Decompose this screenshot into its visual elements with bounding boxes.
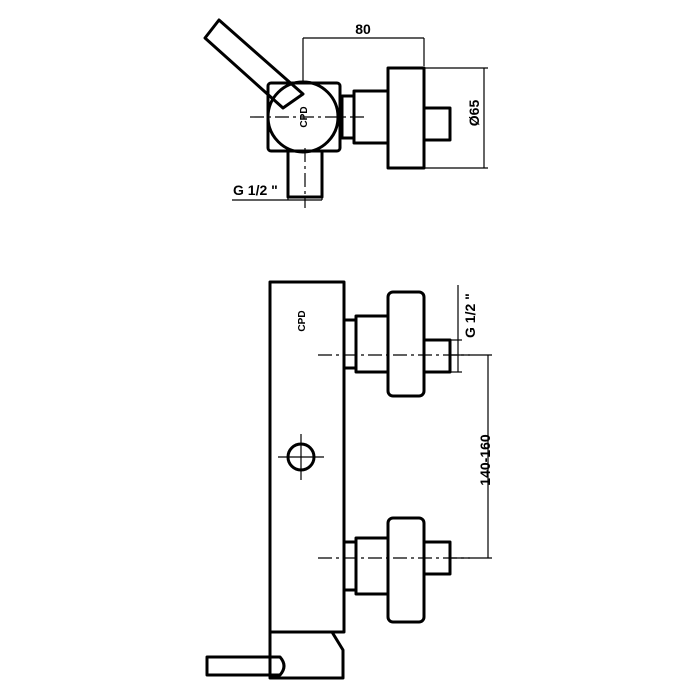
logo-front: CPD bbox=[297, 310, 308, 331]
dim-thread-front-label: G 1/2 " bbox=[462, 293, 478, 338]
spout-lever bbox=[205, 655, 286, 677]
dim-65-label: Ø65 bbox=[466, 100, 482, 127]
upper-ring bbox=[354, 314, 390, 374]
dim-thread-top-label: G 1/2 " bbox=[233, 182, 278, 198]
dim-80-label: 80 bbox=[355, 21, 371, 37]
top-view: CPD 80 Ø65 G 1/2 " bbox=[203, 18, 488, 208]
wall-flange-top bbox=[386, 66, 426, 170]
front-view: CPD G 1/2 " 140-160 bbox=[205, 280, 493, 680]
lower-nut bbox=[342, 540, 358, 592]
pipe-top bbox=[422, 106, 452, 142]
dim-spacing-label: 140-160 bbox=[477, 434, 493, 486]
spout bbox=[268, 630, 345, 680]
lever-handle bbox=[203, 18, 305, 110]
upper-flange bbox=[386, 290, 426, 398]
upper-pipe bbox=[422, 338, 452, 374]
upper-nut bbox=[342, 318, 358, 370]
lower-flange bbox=[386, 516, 426, 624]
lower-ring bbox=[354, 536, 390, 596]
